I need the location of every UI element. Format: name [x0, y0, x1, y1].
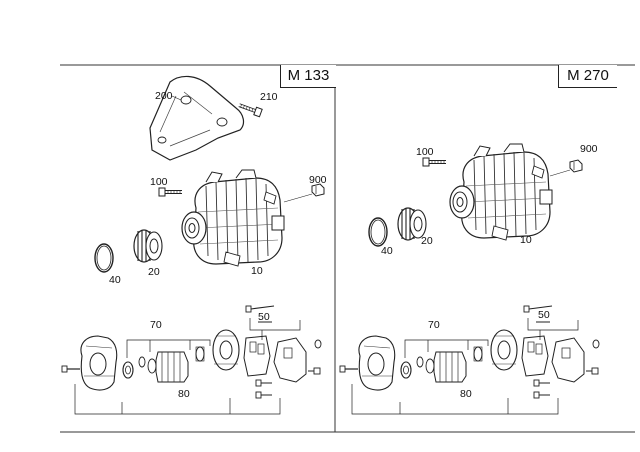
callout-40: 40	[109, 274, 121, 286]
callout-20: 20	[421, 235, 433, 247]
callout-200: 200	[155, 90, 173, 102]
engine-label-text: M 133	[287, 67, 330, 84]
engine-label-m133: M 133	[280, 65, 336, 88]
callout-50: 50	[538, 309, 550, 321]
callout-50: 50	[258, 311, 270, 323]
callout-20: 20	[148, 266, 160, 278]
callout-10: 10	[520, 234, 532, 246]
callout-900: 900	[309, 174, 327, 186]
callout-70: 70	[150, 319, 162, 331]
callout-80: 80	[178, 388, 190, 400]
callout-70: 70	[428, 319, 440, 331]
engine-label-m270: M 270	[558, 65, 617, 88]
callout-40: 40	[381, 245, 393, 257]
callout-210: 210	[260, 91, 278, 103]
engine-label-text: M 270	[567, 67, 609, 84]
callout-10: 10	[251, 265, 263, 277]
callout-100: 100	[416, 146, 434, 158]
callout-80: 80	[460, 388, 472, 400]
callout-100: 100	[150, 176, 168, 188]
callout-900: 900	[580, 143, 598, 155]
